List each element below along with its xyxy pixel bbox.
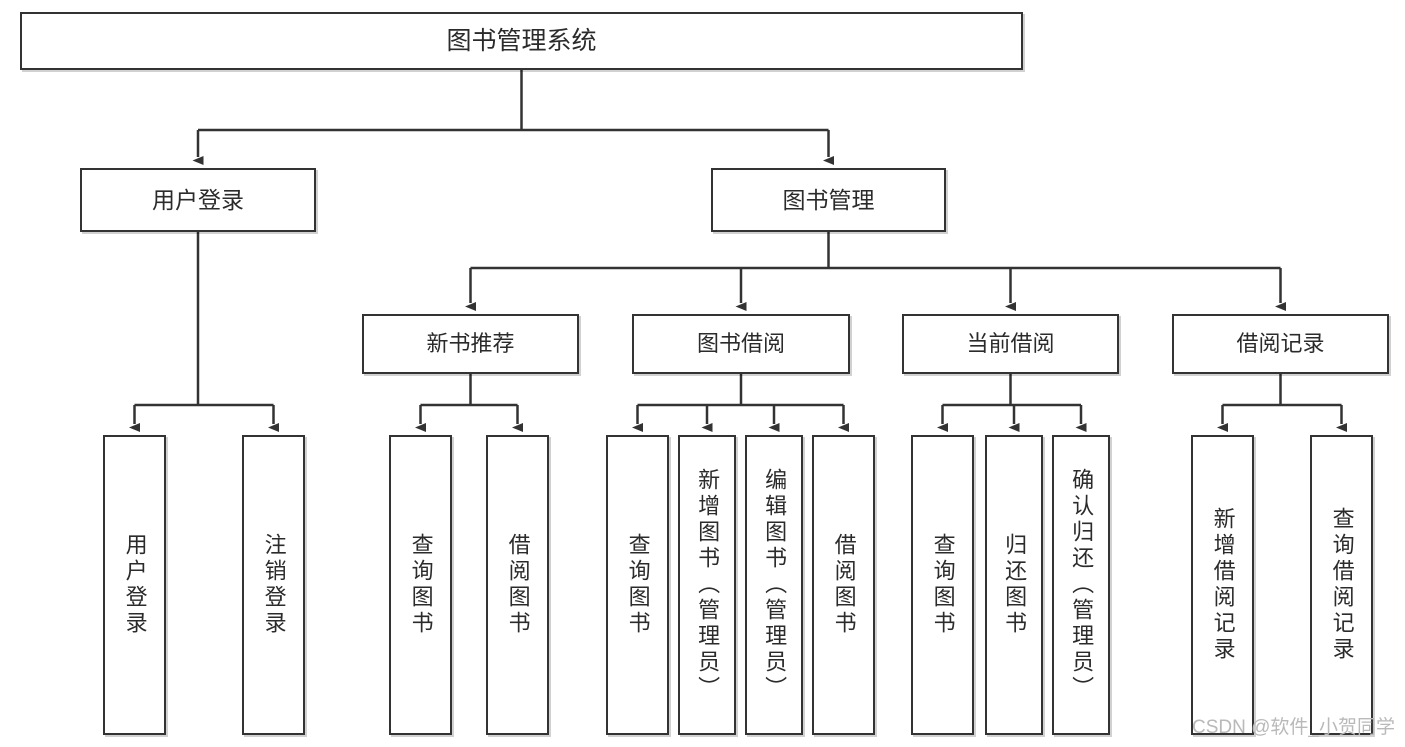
- node-book-borrow[interactable]: 图书借阅: [632, 314, 850, 374]
- node-leaf-label: 新增图书（管理员）: [695, 468, 721, 702]
- connector-group: [129, 70, 1347, 432]
- node-book-management[interactable]: 图书管理: [711, 168, 946, 232]
- node-leaf-label: 归还图书: [1002, 533, 1028, 637]
- node-leaf[interactable]: 查询借阅记录: [1310, 435, 1373, 735]
- node-leaf[interactable]: 新增图书（管理员）: [678, 435, 736, 735]
- node-leaf-label: 查询图书: [930, 533, 956, 637]
- node-user-login[interactable]: 用户登录: [80, 168, 316, 232]
- node-leaf[interactable]: 查询图书: [606, 435, 669, 735]
- node-leaf[interactable]: 查询图书: [389, 435, 452, 735]
- node-leaf-label: 查询图书: [625, 533, 651, 637]
- node-leaf[interactable]: 编辑图书（管理员）: [745, 435, 803, 735]
- node-leaf-label: 新增借阅记录: [1210, 507, 1236, 663]
- node-leaf-label: 注销登录: [261, 533, 287, 637]
- node-borrow-record[interactable]: 借阅记录: [1172, 314, 1389, 374]
- node-leaf[interactable]: 归还图书: [985, 435, 1043, 735]
- node-leaf-label: 借阅图书: [831, 533, 857, 637]
- node-leaf-label: 查询图书: [408, 533, 434, 637]
- node-user-login-label: 用户登录: [152, 186, 244, 213]
- node-new-book-recommend-label: 新书推荐: [426, 331, 515, 357]
- node-leaf[interactable]: 确认归还（管理员）: [1052, 435, 1110, 735]
- node-root[interactable]: 图书管理系统: [20, 12, 1023, 70]
- node-leaf[interactable]: 借阅图书: [812, 435, 875, 735]
- node-borrow-record-label: 借阅记录: [1236, 331, 1325, 357]
- node-book-borrow-label: 图书借阅: [696, 331, 785, 357]
- node-new-book-recommend[interactable]: 新书推荐: [362, 314, 579, 374]
- node-leaf-label: 确认归还（管理员）: [1069, 468, 1095, 702]
- node-leaf[interactable]: 用户登录: [103, 435, 166, 735]
- node-leaf[interactable]: 查询图书: [911, 435, 974, 735]
- node-leaf[interactable]: 借阅图书: [486, 435, 549, 735]
- node-leaf-label: 借阅图书: [505, 533, 531, 637]
- node-current-borrow-label: 当前借阅: [966, 331, 1055, 357]
- node-book-management-label: 图书管理: [782, 186, 875, 213]
- node-root-label: 图书管理系统: [446, 26, 597, 55]
- node-leaf-label: 查询借阅记录: [1329, 507, 1355, 663]
- node-leaf-label: 编辑图书（管理员）: [762, 468, 788, 702]
- node-current-borrow[interactable]: 当前借阅: [902, 314, 1119, 374]
- node-leaf[interactable]: 新增借阅记录: [1191, 435, 1254, 735]
- node-leaf-label: 用户登录: [122, 533, 148, 637]
- node-leaf[interactable]: 注销登录: [242, 435, 305, 735]
